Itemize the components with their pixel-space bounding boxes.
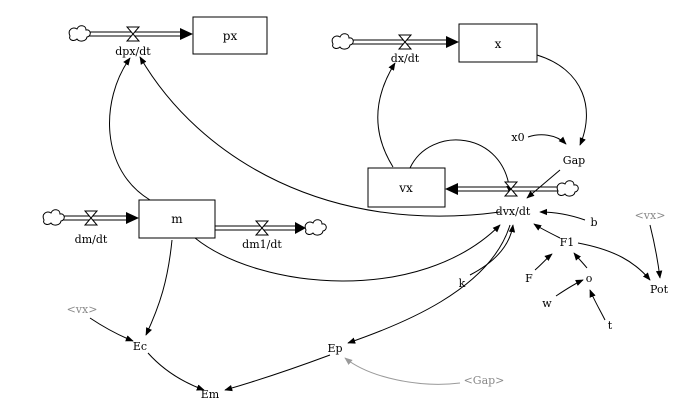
stock-m-label: m: [171, 212, 183, 226]
link-dvxdt-to-ep: [347, 224, 511, 344]
flow-dvxdt-label: dvx/dt: [496, 205, 531, 218]
valve-icon[interactable]: [83, 210, 99, 226]
var-ec: Ec: [133, 340, 147, 353]
var-w: w: [542, 297, 552, 310]
var-k: k: [459, 277, 466, 290]
link-m-to-dvxdt: [194, 224, 501, 282]
cloud-icon: [331, 33, 354, 50]
flow-dpxdt-label: dpx/dt: [115, 45, 151, 58]
link-vx-shadow-to-pot: [649, 224, 663, 279]
link-w-to-o: [555, 279, 584, 297]
cloud-icon: [556, 180, 579, 197]
pipe-dxdt: [348, 36, 459, 48]
link-dvxdt-to-dpxdt: [139, 56, 501, 217]
stock-px[interactable]: [192, 16, 268, 55]
shadow-vx-top: <vx>: [635, 209, 666, 222]
var-b: b: [590, 216, 597, 229]
stock-vx-label: vx: [398, 181, 413, 195]
link-o-to-f1: [573, 252, 588, 269]
link-gap-to-dvxdt: [526, 169, 561, 199]
pipe-dpxdt: [84, 28, 193, 40]
var-f: F: [525, 272, 533, 285]
stock-vx[interactable]: [367, 167, 446, 208]
link-x-to-gap: [536, 54, 587, 146]
link-ec-to-em: [147, 352, 205, 391]
labels: px x vx m dpx/dt dx/dt dvx/dt dm/dt dm1/…: [67, 29, 669, 401]
stock-x-label: x: [495, 37, 502, 51]
var-o: o: [586, 272, 593, 285]
valves: [83, 26, 519, 236]
flow-dxdt-label: dx/dt: [391, 52, 420, 65]
var-x0: x0: [511, 131, 524, 144]
link-k-to-dvxdt: [469, 224, 516, 276]
link-b-to-dvxdt: [539, 208, 586, 221]
cloud-icon: [68, 25, 91, 42]
link-m-to-ec: [145, 239, 173, 336]
flow-dm1dt-label: dm1/dt: [242, 238, 282, 251]
flow-dmdt-label: dm/dt: [75, 233, 108, 246]
link-m-to-dpxdt: [109, 57, 151, 201]
shadow-vx-left: <vx>: [67, 303, 98, 316]
var-f1: F1: [560, 236, 575, 249]
link-vx-to-dvxdt: [409, 139, 513, 194]
valve-icon[interactable]: [254, 220, 270, 236]
link-vx-to-dxdt: [377, 62, 396, 168]
link-ep-to-em: [224, 354, 331, 392]
stocks: [138, 16, 538, 239]
links: [89, 54, 663, 392]
var-em: Em: [201, 388, 220, 401]
stock-m[interactable]: [138, 199, 216, 239]
valve-icon[interactable]: [397, 34, 413, 50]
shadow-gap-bottom: <Gap>: [464, 374, 505, 387]
link-gap-shadow-to-ep: [344, 357, 461, 385]
valve-icon[interactable]: [503, 181, 519, 197]
link-f-to-f1: [534, 253, 553, 271]
link-t-to-o: [589, 289, 606, 321]
pipe-dmdt: [58, 212, 139, 224]
link-vx-shadow-to-ec: [89, 317, 134, 342]
link-x0-to-gap: [527, 134, 567, 145]
var-ep: Ep: [327, 342, 342, 355]
clouds: [42, 25, 579, 236]
link-f1-to-dvxdt: [533, 223, 561, 239]
stock-x[interactable]: [458, 23, 538, 63]
var-t: t: [608, 319, 613, 332]
valve-icon[interactable]: [125, 26, 141, 42]
pipe-dm1dt: [215, 222, 306, 234]
var-pot: Pot: [650, 283, 669, 296]
cloud-icon: [304, 219, 327, 236]
stock-px-label: px: [223, 29, 238, 43]
link-f1-to-pot: [577, 242, 651, 281]
cloud-icon: [42, 209, 65, 226]
var-gap: Gap: [563, 154, 585, 167]
